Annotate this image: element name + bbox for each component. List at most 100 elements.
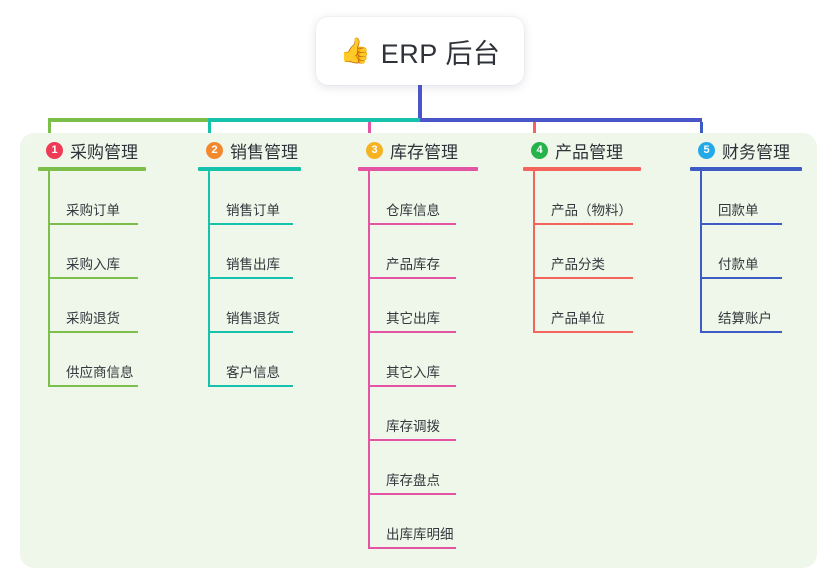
branch-header-3[interactable]: 3 库存管理 (358, 133, 478, 167)
bus-segment-2 (208, 118, 420, 122)
branch-title: 销售管理 (230, 142, 298, 162)
branch-item[interactable]: 销售退货 (208, 279, 301, 333)
branch-title: 库存管理 (390, 142, 458, 162)
branch-column-5: 5 财务管理回款单付款单结算账户 (690, 133, 802, 333)
branch-item[interactable]: 销售出库 (208, 225, 301, 279)
branch-item-label: 付款单 (718, 257, 759, 273)
branch-item[interactable]: 付款单 (700, 225, 802, 279)
branch-item[interactable]: 采购退货 (48, 279, 146, 333)
branch-item-rule (208, 385, 293, 387)
root-node[interactable]: 👍 ERP 后台 (316, 17, 524, 85)
branch-spine (208, 171, 210, 387)
branch-title: 财务管理 (722, 142, 790, 162)
branch-spine (700, 171, 702, 333)
branch-item-label: 供应商信息 (66, 365, 134, 381)
branch-item-label: 仓库信息 (386, 203, 440, 219)
branch-item[interactable]: 产品（物料） (533, 171, 641, 225)
branch-item-label: 产品分类 (551, 257, 605, 273)
branch-item-rule (368, 385, 456, 387)
branch-item-rule (533, 223, 633, 225)
root-stem-connector (418, 85, 422, 118)
branch-item-label: 产品（物料） (551, 203, 632, 219)
branch-item-label: 结算账户 (718, 311, 772, 327)
branch-column-4: 4 产品管理产品（物料） 产品分类产品单位 (523, 133, 641, 333)
branch-title: 产品管理 (555, 142, 623, 162)
branch-number-badge: 1 (46, 141, 63, 159)
branch-number-badge: 4 (531, 141, 548, 159)
branch-item-label: 销售订单 (226, 203, 280, 219)
branch-item-label: 产品单位 (551, 311, 605, 327)
branch-item-label: 回款单 (718, 203, 759, 219)
branch-header-4[interactable]: 4 产品管理 (523, 133, 641, 167)
branch-number-badge: 3 (366, 141, 383, 159)
branch-item[interactable]: 仓库信息 (368, 171, 478, 225)
branch-item-label: 销售退货 (226, 311, 280, 327)
branch-items: 仓库信息产品库存其它出库其它入库库存调拨库存盘点出库库明细 (368, 171, 478, 549)
branch-header-rule (38, 167, 146, 171)
branch-item-rule (368, 439, 456, 441)
branch-item[interactable]: 采购订单 (48, 171, 146, 225)
branch-item[interactable]: 库存盘点 (368, 441, 478, 495)
branch-item[interactable]: 库存调拨 (368, 387, 478, 441)
branch-item[interactable]: 结算账户 (700, 279, 802, 333)
branch-item[interactable]: 产品库存 (368, 225, 478, 279)
bus-segment-3 (420, 118, 702, 122)
branch-item[interactable]: 供应商信息 (48, 333, 146, 387)
branch-item[interactable]: 回款单 (700, 171, 802, 225)
branch-items: 采购订单采购入库采购退货供应商信息 (48, 171, 146, 387)
branch-item-rule (48, 223, 138, 225)
branch-item-rule (48, 277, 138, 279)
branch-header-5[interactable]: 5 财务管理 (690, 133, 802, 167)
branch-spine (533, 171, 535, 333)
branch-header-1[interactable]: 1 采购管理 (38, 133, 146, 167)
branch-item-rule (700, 223, 782, 225)
branch-item-label: 客户信息 (226, 365, 280, 381)
branch-item-rule (368, 493, 456, 495)
branch-items: 产品（物料） 产品分类产品单位 (533, 171, 641, 333)
branch-item-rule (368, 223, 456, 225)
branch-item-rule (368, 331, 456, 333)
branch-item-rule (368, 277, 456, 279)
branch-item[interactable]: 产品分类 (533, 225, 641, 279)
thumbs-up-icon: 👍 (339, 36, 371, 65)
branch-item-rule (533, 331, 633, 333)
branch-item-rule (700, 331, 782, 333)
branch-item[interactable]: 其它入库 (368, 333, 478, 387)
branch-item[interactable]: 产品单位 (533, 279, 641, 333)
branch-item-label: 其它出库 (386, 311, 440, 327)
branch-item[interactable]: 销售订单 (208, 171, 301, 225)
branch-item-rule (48, 331, 138, 333)
bus-segment-1 (48, 118, 208, 122)
branch-item-label: 出库库明细 (386, 527, 454, 543)
branch-item-rule (208, 331, 293, 333)
branch-item-label: 采购入库 (66, 257, 120, 273)
branch-item-label: 采购订单 (66, 203, 120, 219)
branch-item-label: 库存盘点 (386, 473, 440, 489)
branch-item[interactable]: 其它出库 (368, 279, 478, 333)
branch-items: 回款单付款单结算账户 (700, 171, 802, 333)
branch-item-label: 其它入库 (386, 365, 440, 381)
branch-column-1: 1 采购管理采购订单采购入库采购退货供应商信息 (38, 133, 146, 387)
branch-item-rule (533, 277, 633, 279)
branch-title: 采购管理 (70, 142, 138, 162)
branch-number-badge: 5 (698, 141, 715, 159)
branch-header-rule (523, 167, 641, 171)
branch-items: 销售订单销售出库销售退货客户信息 (208, 171, 301, 387)
branch-item-rule (48, 385, 138, 387)
branch-item[interactable]: 采购入库 (48, 225, 146, 279)
branch-item-rule (208, 277, 293, 279)
branch-spine (368, 171, 370, 549)
branch-item-label: 产品库存 (386, 257, 440, 273)
branch-item-label: 销售出库 (226, 257, 280, 273)
branch-item-rule (208, 223, 293, 225)
branch-header-rule (358, 167, 478, 171)
branch-item-label: 库存调拨 (386, 419, 440, 435)
branch-spine (48, 171, 50, 387)
branch-item[interactable]: 出库库明细 (368, 495, 478, 549)
branch-item-label: 采购退货 (66, 311, 120, 327)
branch-item[interactable]: 客户信息 (208, 333, 301, 387)
